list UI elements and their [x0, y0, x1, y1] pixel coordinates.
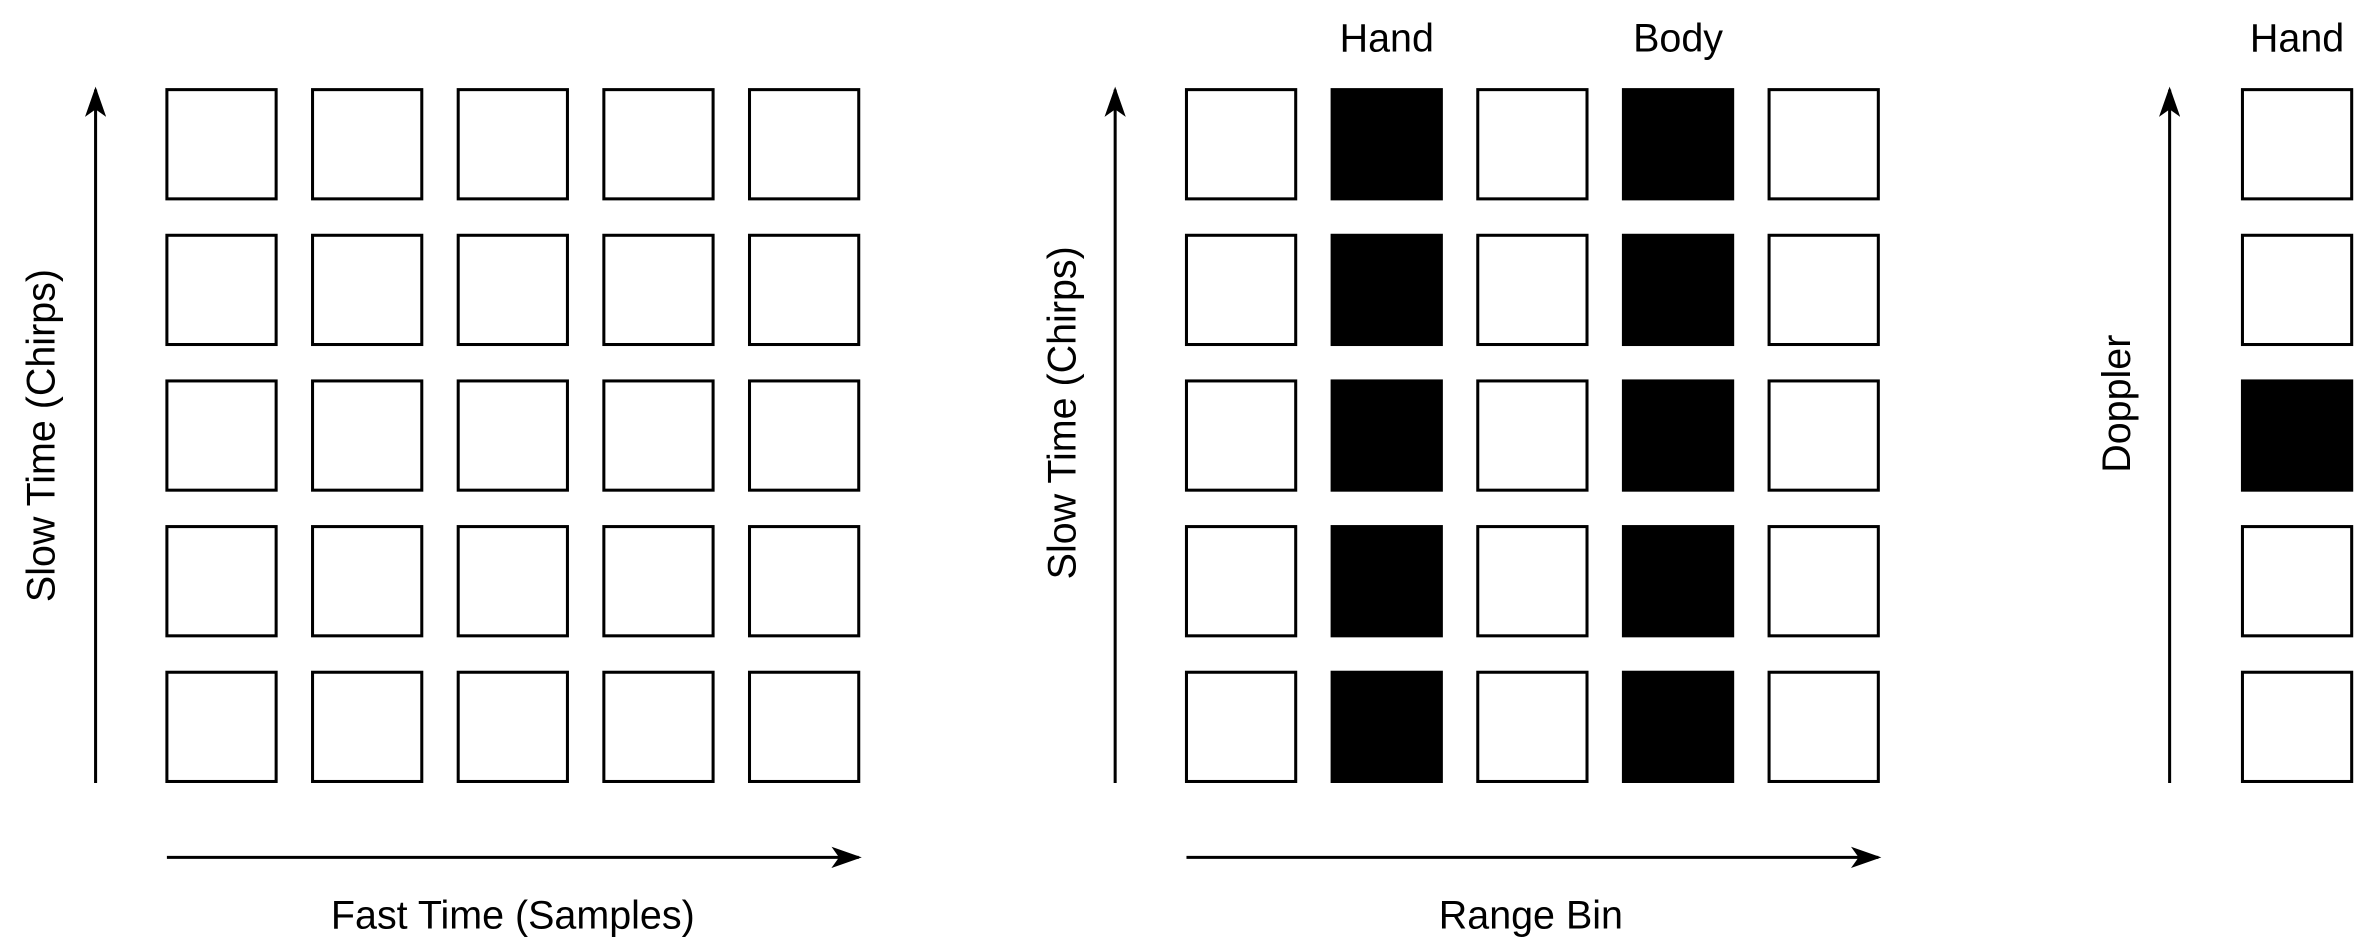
panel-range-bin: Slow Time (Chirps) Range Bin Hand Body	[1041, 17, 1882, 938]
cell-filled	[1330, 379, 1443, 492]
cell-empty	[1184, 379, 1298, 492]
cell-filled	[1330, 88, 1443, 201]
cell-empty	[602, 379, 715, 492]
cell-empty	[311, 233, 424, 347]
cell-empty	[2240, 88, 2354, 201]
cell-empty	[1767, 88, 1880, 201]
panel-doppler: Doppler Hand	[2095, 17, 2354, 783]
cell-empty	[165, 525, 278, 638]
cell-empty	[2240, 233, 2354, 347]
cell-empty	[456, 88, 569, 201]
column-label: Hand	[1340, 17, 1434, 61]
cell-empty	[602, 88, 715, 201]
cell-filled	[2240, 379, 2354, 492]
x-axis-label: Fast Time (Samples)	[331, 894, 695, 938]
cell-filled	[1621, 88, 1735, 201]
cell-empty	[165, 379, 278, 492]
cell-filled	[1330, 525, 1443, 638]
column-label: Body	[1633, 17, 1723, 61]
cell-filled	[1621, 233, 1735, 347]
cell-empty	[1184, 88, 1298, 201]
cell-empty	[747, 233, 861, 347]
cell-empty	[747, 379, 861, 492]
cell-empty	[1767, 379, 1880, 492]
cell-empty	[747, 88, 861, 201]
cell-empty	[456, 670, 569, 783]
cell-empty	[1184, 670, 1298, 783]
cell-empty	[1476, 233, 1589, 347]
cell-empty	[456, 379, 569, 492]
cell-empty	[1476, 379, 1589, 492]
cell-filled	[1621, 525, 1735, 638]
cell-empty	[1184, 233, 1298, 347]
cell-empty	[165, 233, 278, 347]
cell-empty	[1767, 670, 1880, 783]
cell-empty	[1476, 525, 1589, 638]
cell-empty	[1184, 525, 1298, 638]
cell-empty	[311, 88, 424, 201]
y-axis-label: Slow Time (Chirps)	[20, 269, 64, 602]
cell-filled	[1621, 379, 1735, 492]
column-label: Hand	[2250, 17, 2344, 61]
cell-empty	[1767, 525, 1880, 638]
cell-empty	[1767, 233, 1880, 347]
cell-empty	[602, 233, 715, 347]
cell-filled	[1330, 670, 1443, 783]
cell-empty	[602, 670, 715, 783]
cell-filled	[1330, 233, 1443, 347]
cell-empty	[456, 525, 569, 638]
y-axis-label: Slow Time (Chirps)	[1041, 246, 1085, 579]
cell-empty	[311, 670, 424, 783]
cell-empty	[602, 525, 715, 638]
y-axis-label: Doppler	[2095, 335, 2139, 473]
cell-empty	[456, 233, 569, 347]
panel-fast-slow-time: Slow Time (Chirps) Fast Time (Samples)	[20, 86, 862, 938]
cell-empty	[2240, 525, 2354, 638]
x-axis-label: Range Bin	[1439, 894, 1623, 938]
cell-empty	[1476, 88, 1589, 201]
cell-empty	[1476, 670, 1589, 783]
cell-empty	[747, 525, 861, 638]
cell-empty	[311, 525, 424, 638]
cell-empty	[2240, 670, 2354, 783]
cell-filled	[1621, 670, 1735, 783]
cell-empty	[165, 88, 278, 201]
cell-empty	[747, 670, 861, 783]
cell-empty	[165, 670, 278, 783]
cell-empty	[311, 379, 424, 492]
